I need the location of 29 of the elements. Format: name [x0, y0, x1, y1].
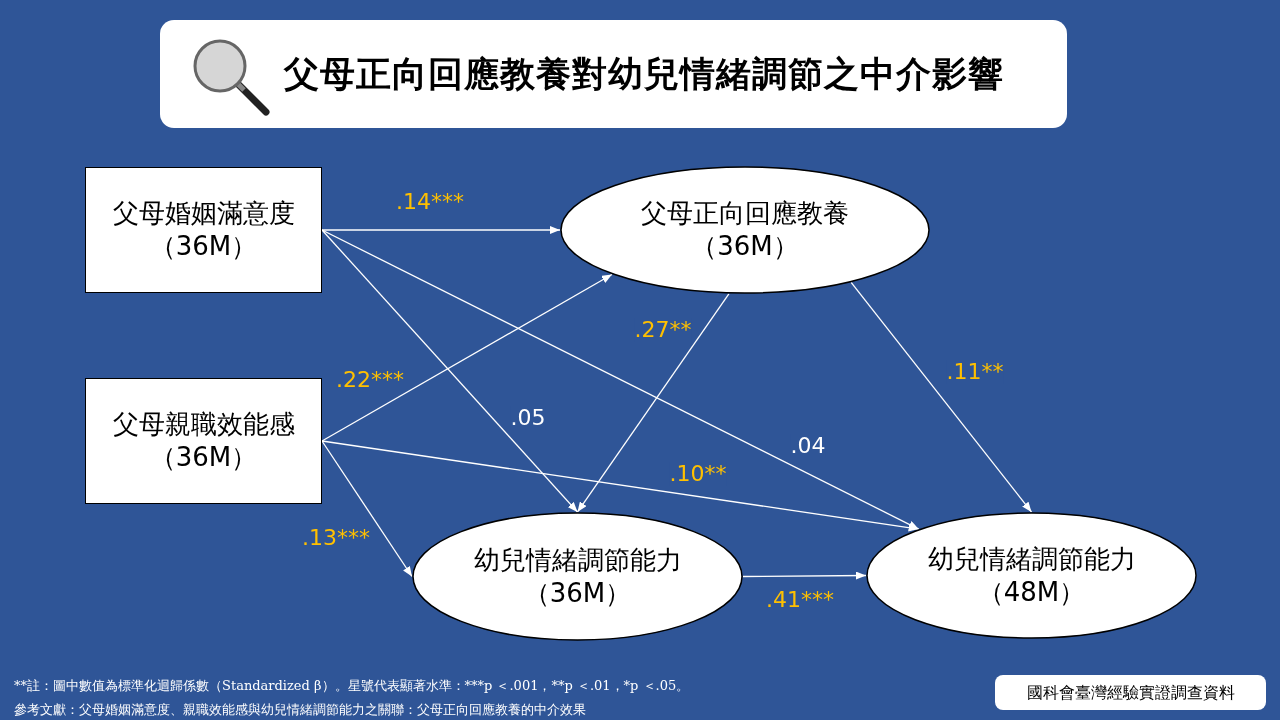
footnote: **註：圖中數值為標準化迴歸係數（Standardized β）。星號代表顯著水準：***p ＜.001，**p ＜.01，*p ＜.05。 — [14, 678, 690, 694]
node-text: （48M） — [977, 575, 1086, 609]
node-text: （36M） — [149, 230, 258, 263]
reference-note: 參考文獻：父母婚姻滿意度、親職效能感與幼兒情緒調節能力之關聯：父母正向回應教養的中介效果 — [14, 702, 586, 718]
variable-ellipse — [866, 512, 1197, 639]
node-text: 幼兒情緒調節能力 — [473, 543, 682, 577]
arrow — [321, 229, 579, 513]
source-panel — [995, 675, 1266, 710]
arrow — [321, 226, 561, 234]
node-text: 父母正向回應教養 — [641, 197, 849, 230]
arrow — [321, 229, 920, 530]
arrow — [742, 571, 867, 580]
arrow — [850, 281, 1033, 513]
node-text: 幼兒情緒調節能力 — [927, 542, 1136, 576]
title: 父母正向回應教養對幼兒情緒調節之中介影響 — [284, 53, 1004, 96]
variable-box — [85, 167, 322, 293]
arrow — [321, 440, 920, 532]
node-text: （36M） — [149, 441, 258, 474]
node-text: 父母婚姻滿意度 — [112, 197, 295, 230]
source-text: 國科會臺灣經驗實證調查資料 — [1026, 682, 1235, 703]
variable-ellipse — [412, 512, 743, 641]
arrow — [576, 293, 730, 513]
variable-box — [85, 378, 322, 504]
variable-ellipse — [560, 166, 930, 294]
arrow — [321, 440, 413, 578]
node-text: （36M） — [523, 576, 632, 610]
node-text: （36M） — [691, 230, 799, 263]
node-text: 父母親職效能感 — [112, 408, 295, 441]
arrow — [321, 273, 613, 442]
